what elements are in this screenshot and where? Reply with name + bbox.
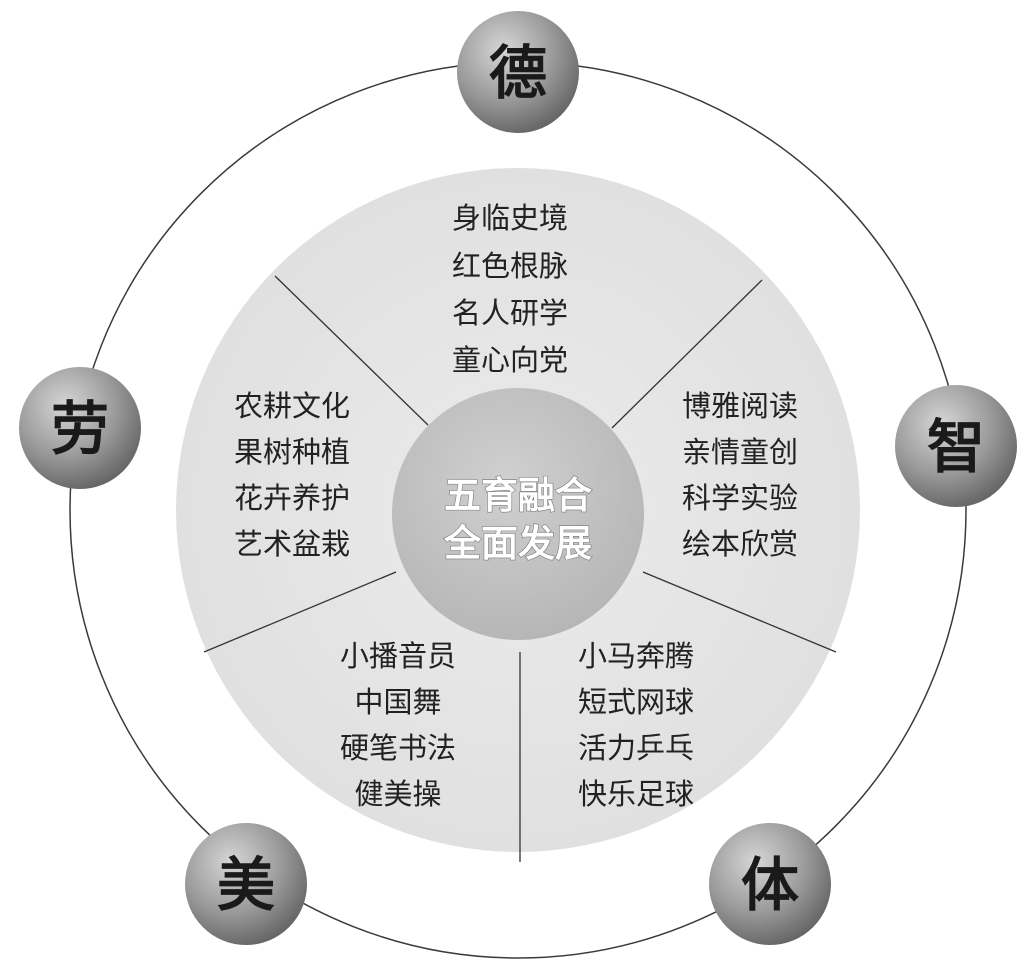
divider-upper-left bbox=[274, 275, 429, 426]
sector-zhi: 博雅阅读 亲情童创 科学实验 绘本欣赏 bbox=[682, 389, 798, 561]
sector-zhi-item-2: 亲情童创 bbox=[682, 435, 798, 469]
node-de-circle bbox=[457, 11, 579, 133]
divider-lower-left bbox=[203, 571, 397, 653]
sector-ti: 小马奔腾 短式网球 活力乒乓 快乐足球 bbox=[578, 639, 694, 811]
node-zhi-circle bbox=[895, 385, 1017, 507]
divider-lower-right bbox=[642, 571, 837, 653]
node-zhi-label: 智 bbox=[927, 413, 985, 481]
node-lao-label: 劳 bbox=[51, 395, 109, 463]
node-mei-label: 美 bbox=[217, 851, 275, 919]
node-de-label: 德 bbox=[489, 39, 547, 107]
sector-mei-item-3: 硬笔书法 bbox=[340, 731, 456, 765]
node-de: 德 bbox=[457, 11, 579, 133]
sector-ti-item-3: 活力乒乓 bbox=[578, 731, 694, 765]
sector-zhi-item-3: 科学实验 bbox=[682, 481, 798, 515]
sector-de-item-4: 童心向党 bbox=[452, 343, 568, 377]
sector-ti-item-4: 快乐足球 bbox=[578, 777, 694, 811]
sector-mei-item-2: 中国舞 bbox=[354, 685, 441, 719]
node-zhi: 智 bbox=[895, 385, 1017, 507]
sector-mei: 小播音员 中国舞 硬笔书法 健美操 bbox=[340, 639, 456, 811]
sector-de-item-1: 身临史境 bbox=[452, 201, 568, 235]
node-ti-circle bbox=[709, 823, 831, 945]
sector-de-item-2: 红色根脉 bbox=[452, 249, 568, 283]
sector-zhi-item-1: 博雅阅读 bbox=[682, 389, 798, 423]
sector-zhi-item-4: 绘本欣赏 bbox=[682, 527, 798, 561]
sector-ti-item-1: 小马奔腾 bbox=[578, 639, 694, 673]
sector-mei-item-1: 小播音员 bbox=[340, 639, 456, 673]
center-disc bbox=[392, 388, 644, 640]
sector-mei-item-4: 健美操 bbox=[354, 777, 441, 811]
center-title-line1: 五育融合 bbox=[444, 474, 592, 517]
center-title-line2: 全面发展 bbox=[443, 522, 592, 565]
sector-lao-item-1: 农耕文化 bbox=[234, 389, 350, 423]
sector-de: 身临史境 红色根脉 名人研学 童心向党 bbox=[452, 201, 568, 377]
node-lao-circle bbox=[19, 367, 141, 489]
node-ti-label: 体 bbox=[741, 851, 799, 919]
sector-lao: 农耕文化 果树种植 花卉养护 艺术盆栽 bbox=[234, 389, 350, 561]
sector-lao-item-2: 果树种植 bbox=[234, 435, 350, 469]
sector-de-item-3: 名人研学 bbox=[452, 296, 568, 330]
divider-upper-right bbox=[611, 279, 763, 429]
sector-ti-item-2: 短式网球 bbox=[578, 685, 694, 719]
sector-lao-item-4: 艺术盆栽 bbox=[234, 527, 350, 561]
node-ti: 体 bbox=[709, 823, 831, 945]
sector-lao-item-3: 花卉养护 bbox=[234, 481, 350, 515]
node-mei: 美 bbox=[185, 823, 307, 945]
node-lao: 劳 bbox=[19, 367, 141, 489]
node-mei-circle bbox=[185, 823, 307, 945]
